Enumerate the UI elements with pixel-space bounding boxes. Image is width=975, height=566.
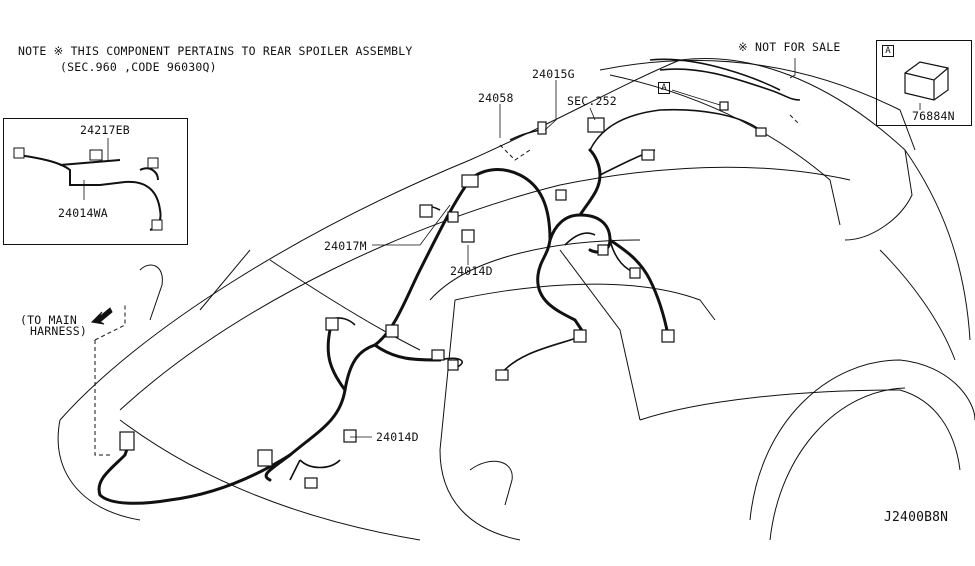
to-main-harness-line-2: HARNESS) [30, 324, 87, 338]
part-label-24014wa: 24014WA [58, 206, 108, 220]
part-label-sec252: SEC.252 [567, 94, 617, 108]
part-label-76884n: 76884N [912, 109, 955, 123]
diagram-code: J2400B8N [884, 510, 949, 525]
note-line-2: (SEC.960 ,CODE 96030Q) [60, 60, 217, 74]
car-body-outline [57, 57, 975, 541]
part-label-24014d-upper: 24014D [450, 264, 493, 278]
dashed-leaders [94, 114, 801, 456]
connectors [119, 101, 767, 489]
to-main-harness-line-1: (TO MAIN [20, 313, 77, 327]
not-for-sale-label: ※ NOT FOR SALE [738, 40, 841, 54]
part-label-24058: 24058 [478, 91, 514, 105]
part-label-24015g: 24015G [532, 67, 575, 81]
part-76884n-drawing [904, 61, 949, 101]
marker-a-main: A [658, 82, 670, 94]
marker-a-inset: A [882, 45, 894, 57]
inset-frame [3, 118, 188, 245]
part-76884n-frame [876, 40, 972, 126]
part-label-24017m: 24017M [324, 239, 367, 253]
part-label-24014d-lower: 24014D [376, 430, 419, 444]
note-line-1: NOTE ※ THIS COMPONENT PERTAINS TO REAR S… [18, 44, 413, 58]
leader-lines [83, 58, 921, 438]
inset-connectors [13, 147, 163, 231]
part-label-24217eb: 24217EB [80, 123, 130, 137]
main-harness-arrow [90, 307, 113, 325]
